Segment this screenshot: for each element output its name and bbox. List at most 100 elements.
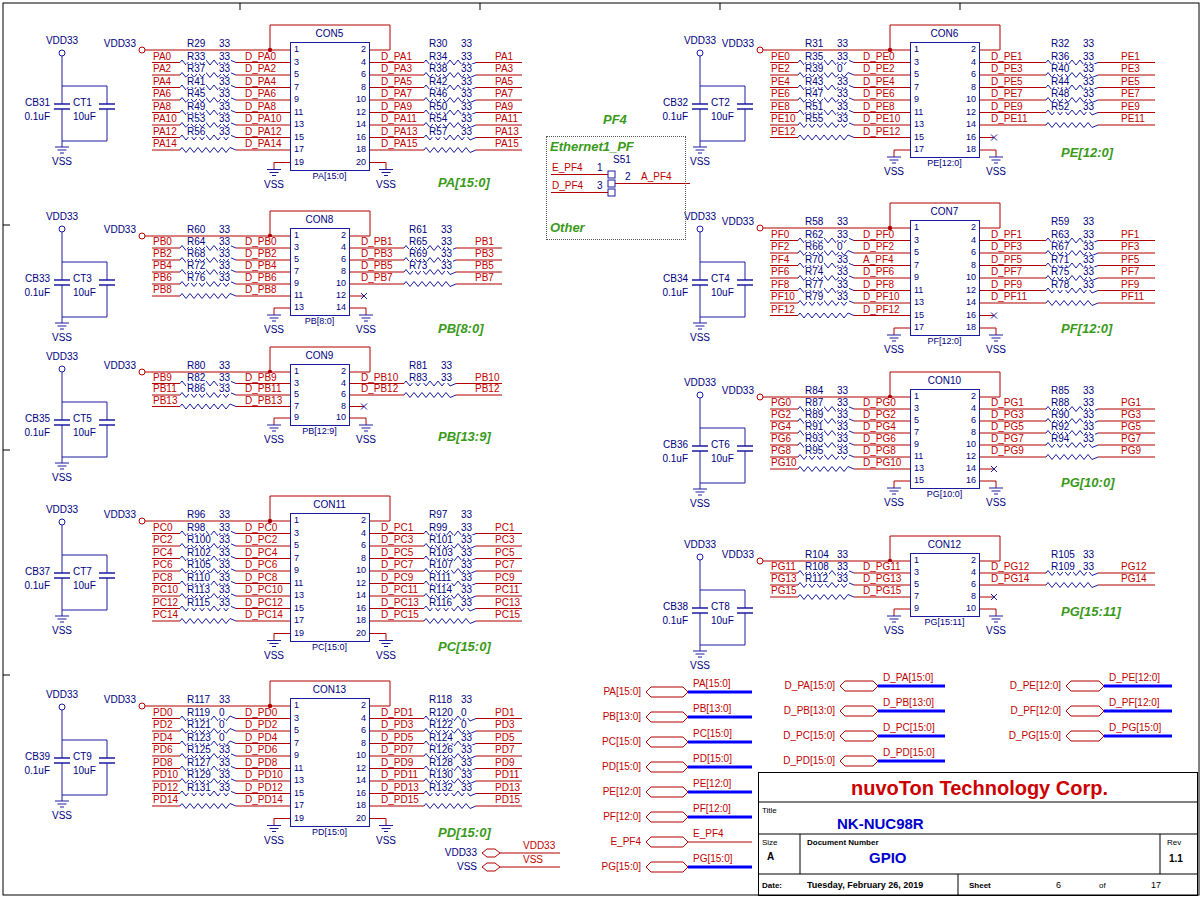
wire xyxy=(370,743,424,744)
net-label: D_PC12 xyxy=(244,598,284,608)
wire xyxy=(770,290,798,291)
resistor-value: 33 xyxy=(460,64,473,74)
resistor-ref: R132 xyxy=(428,783,454,793)
capacitor-symbol xyxy=(692,445,708,447)
resistor-symbol xyxy=(424,148,476,153)
resistor-ref: R101 xyxy=(428,535,454,545)
ground-symbol xyxy=(362,318,371,319)
resistor-ref: R65 xyxy=(408,237,428,247)
resistor-value: 33 xyxy=(460,695,473,705)
pin-number: 3 xyxy=(294,529,299,538)
wire xyxy=(62,578,63,610)
resistor-value: 33 xyxy=(460,89,473,99)
wire xyxy=(152,583,180,584)
net-label: PA10 xyxy=(152,114,178,124)
net-label: PC12 xyxy=(152,598,179,608)
net-label: D_PF6 xyxy=(862,267,895,277)
pin-number: 11 xyxy=(294,579,303,588)
ground-symbol xyxy=(384,831,388,832)
net-label: D_PC8 xyxy=(244,573,278,583)
pin-number: 5 xyxy=(294,70,299,79)
wire xyxy=(370,347,371,372)
net-label: D_PC13 xyxy=(380,598,420,608)
bus-line xyxy=(878,710,945,713)
net-label: PC0 xyxy=(152,523,173,533)
net-label: PB11 xyxy=(152,384,178,394)
wire xyxy=(476,533,522,534)
connector-label: PB[12:9] xyxy=(302,427,337,436)
wire xyxy=(274,308,275,315)
net-label: D_PB8 xyxy=(244,285,278,295)
pin-number: 1 xyxy=(914,556,919,565)
wire xyxy=(854,125,910,126)
net-label: PG14 xyxy=(1120,574,1148,584)
wire xyxy=(700,398,701,446)
resistor-ref: R62 xyxy=(804,230,824,240)
ground-symbol xyxy=(384,175,388,176)
resistor-ref: R126 xyxy=(428,745,454,755)
net-label: D_PC1 xyxy=(380,523,414,533)
capacitor-ref: CB33 xyxy=(24,274,51,284)
pin-number: 7 xyxy=(294,83,299,92)
resistor-ref: R37 xyxy=(186,64,206,74)
bus-line xyxy=(878,685,945,688)
wire xyxy=(615,183,690,184)
resistor-value: 33 xyxy=(218,127,231,137)
wire xyxy=(996,328,997,335)
net-label: PB7 xyxy=(474,273,495,283)
pin-number: 7 xyxy=(294,554,299,563)
wire xyxy=(770,278,798,279)
resistor-value: 33 xyxy=(836,422,849,432)
resistor-value: 33 xyxy=(218,560,231,570)
resistor-ref: R31 xyxy=(804,39,824,49)
ground-label: VSS xyxy=(51,626,73,636)
wire xyxy=(476,558,522,559)
ground-symbol xyxy=(994,341,998,342)
resistor-value: 33 xyxy=(1082,434,1095,444)
ground-symbol xyxy=(58,466,67,467)
connector-ref: CON11 xyxy=(313,500,346,510)
capacitor-value: 10uF xyxy=(710,288,735,298)
net-label: D_PG7 xyxy=(990,434,1025,444)
wire xyxy=(62,740,107,741)
ground-symbol xyxy=(58,804,67,805)
net-label: PE2 xyxy=(770,64,791,74)
capacitor-ref: CT6 xyxy=(710,440,731,450)
resistor-value: 33 xyxy=(218,102,231,112)
wire xyxy=(745,109,746,141)
net-label: PF5 xyxy=(1120,255,1140,265)
capacitor-symbol xyxy=(54,757,70,759)
pin-number: 11 xyxy=(914,452,923,461)
connector-label: PG[15:11] xyxy=(925,618,965,627)
wire xyxy=(152,125,180,126)
net-label: PA2 xyxy=(152,64,172,74)
pin-number: 2 xyxy=(341,231,346,240)
wire xyxy=(980,481,996,482)
net-label: D_PA0 xyxy=(244,52,277,62)
capacitor-ref: CT9 xyxy=(72,752,93,762)
wire xyxy=(700,590,745,591)
net-label: D_PA9 xyxy=(380,102,413,112)
net-label: E_PF4 xyxy=(551,163,584,173)
resistor-symbol xyxy=(798,595,854,600)
net-label: PC4 xyxy=(152,548,173,558)
pin-number: 7 xyxy=(914,83,919,92)
wire xyxy=(370,756,424,757)
power-symbol xyxy=(59,226,65,232)
resistor-ref: R112 xyxy=(804,574,829,584)
ground-symbol xyxy=(989,488,1003,489)
wire xyxy=(62,610,63,616)
pin-number: 14 xyxy=(356,591,366,600)
resistor-ref: R87 xyxy=(804,398,824,408)
resistor-value: 33 xyxy=(440,237,453,247)
net-label: D_PE4 xyxy=(862,77,896,87)
resistor-value: 33 xyxy=(218,695,231,705)
wire xyxy=(152,406,180,407)
net-label: D_PB4 xyxy=(244,261,278,271)
wire xyxy=(152,571,180,572)
power-port-symbol xyxy=(757,225,763,231)
ground-symbol xyxy=(887,616,901,617)
resistor-ref: R50 xyxy=(428,102,448,112)
net-label: D_PE2 xyxy=(862,64,896,74)
resistor-ref: R117 xyxy=(186,695,211,705)
